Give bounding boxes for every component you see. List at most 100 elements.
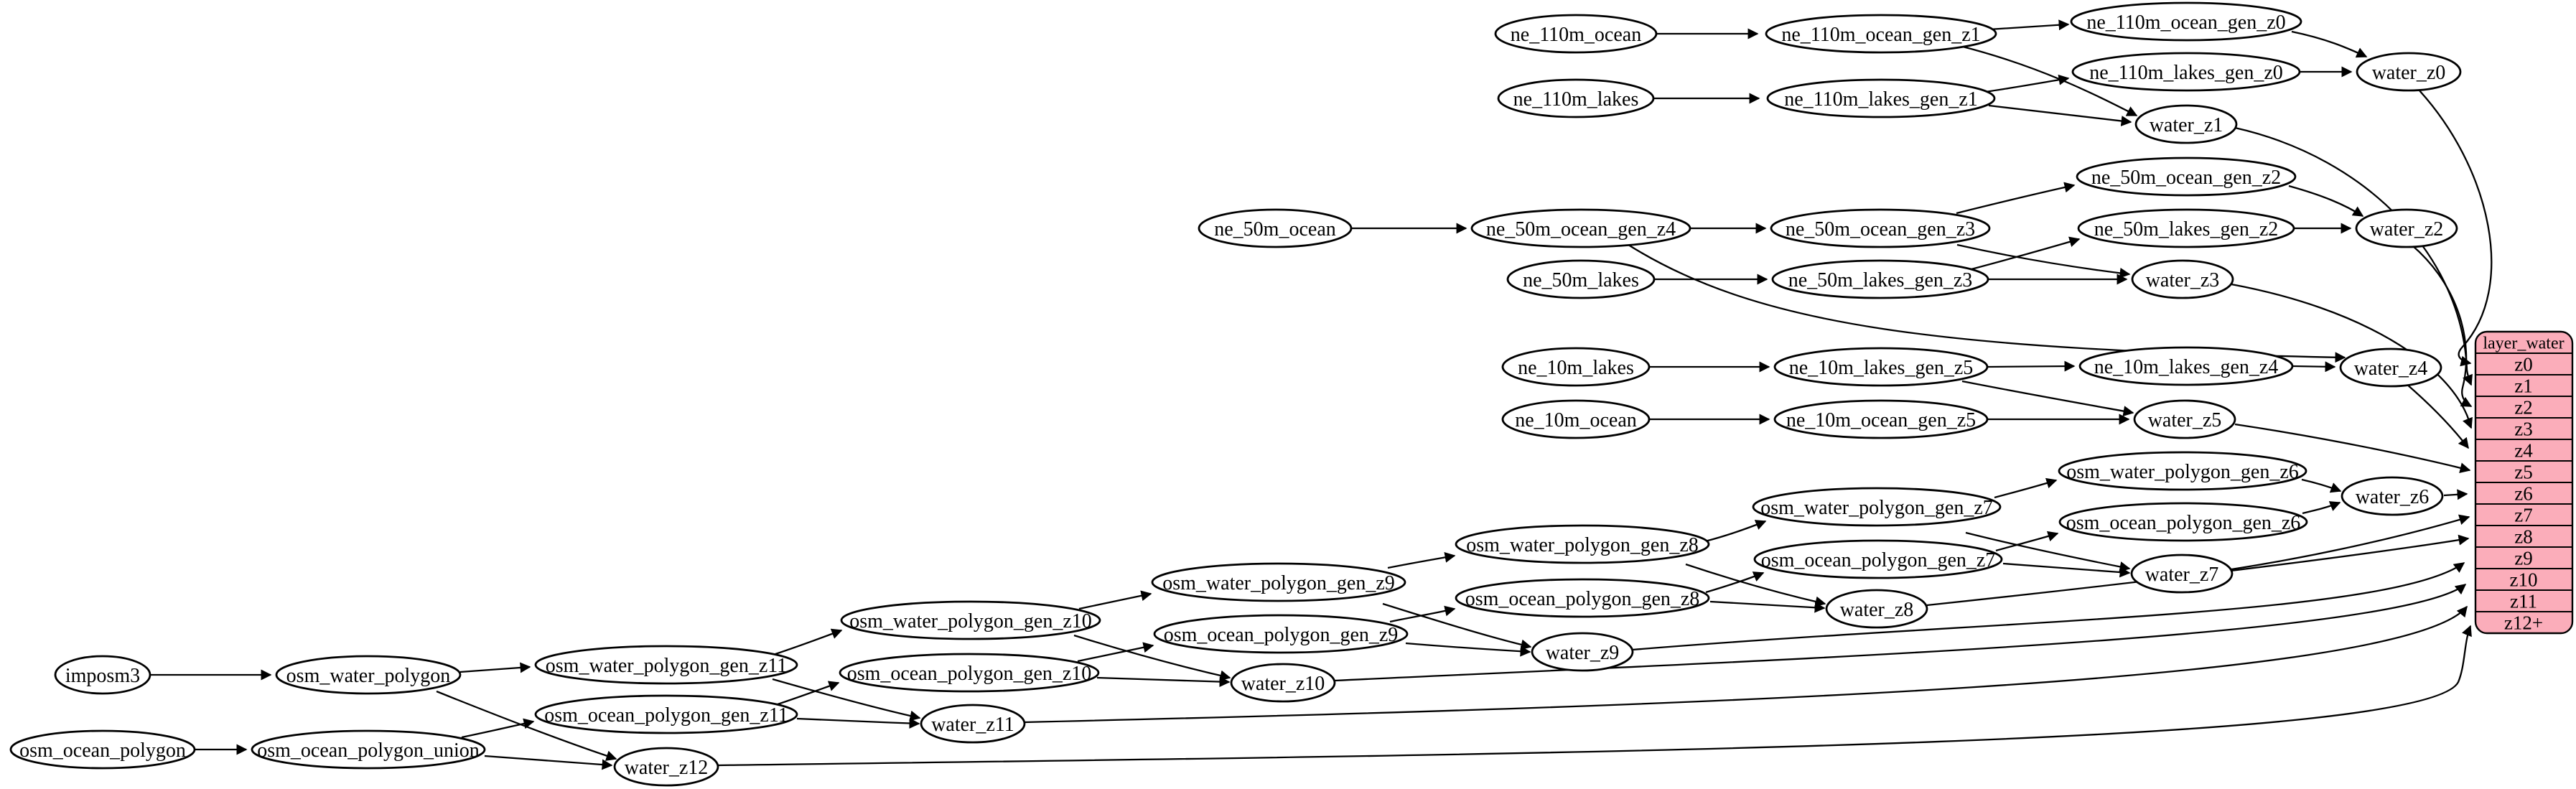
edge — [2406, 383, 2469, 449]
edge — [2443, 489, 2468, 500]
node-label: osm_water_polygon_gen_z11 — [546, 655, 787, 677]
edge — [1984, 74, 2070, 93]
edge — [2002, 562, 2131, 578]
node-ellipse — [920, 704, 1026, 744]
node-ellipse — [2133, 399, 2236, 439]
node-water_z12: water_z12 — [613, 747, 719, 787]
node-ne_110m_ocean: ne_110m_ocean — [1494, 14, 1658, 54]
node-label: ne_110m_lakes_gen_z0 — [2089, 62, 2283, 84]
edge — [2302, 501, 2341, 515]
edge — [1987, 360, 2076, 372]
node-ellipse — [2355, 208, 2458, 248]
node-label: osm_ocean_polygon_gen_z9 — [1164, 624, 1399, 646]
node-ellipse — [839, 653, 1100, 693]
node-ellipse — [1470, 208, 1691, 248]
node-ellipse — [1501, 399, 1651, 439]
node-osm_ocean_polygon_gen_z10: osm_ocean_polygon_gen_z10 — [839, 653, 1100, 693]
node-ne_50m_ocean: ne_50m_ocean — [1198, 208, 1353, 248]
edge — [484, 755, 613, 770]
node-ellipse — [1825, 589, 1928, 629]
edge — [717, 625, 2472, 767]
node-label: ne_50m_lakes — [1523, 269, 1639, 291]
node-label: ne_10m_lakes_gen_z5 — [1789, 357, 1974, 379]
node-ellipse — [1766, 78, 1996, 118]
node-osm_water_polygon_gen_z8: osm_water_polygon_gen_z8 — [1455, 524, 1710, 564]
edge — [1705, 571, 1765, 594]
node-ne_10m_ocean_gen_z5: ne_10m_ocean_gen_z5 — [1773, 399, 1989, 439]
node-osm_ocean_polygon_gen_z7: osm_ocean_polygon_gen_z7 — [1753, 539, 2003, 579]
layer-water-table: layer_water z0 z1 z2 z3 z4 z5 z6 z7 z8 z… — [2474, 330, 2574, 635]
node-label: ne_50m_lakes_gen_z2 — [2094, 218, 2279, 241]
table-row-label: z0 — [2514, 353, 2532, 375]
edge — [1096, 676, 1231, 688]
node-water_z2: water_z2 — [2355, 208, 2458, 248]
table-row-label: z5 — [2514, 461, 2532, 482]
node-ellipse — [1455, 578, 1710, 618]
edge — [2417, 88, 2493, 367]
node-ellipse — [613, 747, 719, 787]
node-label: water_z7 — [2145, 564, 2219, 586]
node-ellipse — [1771, 259, 1989, 299]
node-ellipse — [1506, 259, 1656, 299]
node-ellipse — [1753, 539, 2003, 579]
node-osm_water_polygon_gen_z6: osm_water_polygon_gen_z6 — [2058, 451, 2307, 491]
node-ellipse — [1773, 347, 1989, 387]
node-osm_ocean_polygon_union: osm_ocean_polygon_union — [251, 729, 486, 770]
edge — [1965, 236, 2081, 272]
node-ellipse — [1230, 663, 1336, 703]
node-osm_ocean_polygon_gen_z8: osm_ocean_polygon_gen_z8 — [1455, 578, 1710, 618]
node-ne_50m_lakes_gen_z2: ne_50m_lakes_gen_z2 — [2077, 208, 2295, 248]
node-label: ne_110m_ocean — [1511, 24, 1641, 46]
node-label: water_z1 — [2150, 114, 2223, 136]
node-label: osm_ocean_polygon_gen_z6 — [2066, 512, 2301, 534]
edge — [2231, 514, 2470, 571]
node-ne_110m_lakes_gen_z0: ne_110m_lakes_gen_z0 — [2071, 52, 2301, 92]
node-water_z6: water_z6 — [2341, 476, 2444, 516]
node-water_z11: water_z11 — [920, 704, 1026, 744]
node-label: imposm3 — [65, 665, 140, 687]
node-osm_water_polygon: osm_water_polygon — [275, 655, 462, 695]
edge — [1965, 531, 2131, 572]
node-water_z3: water_z3 — [2131, 259, 2234, 299]
table-row-label: z9 — [2514, 547, 2532, 569]
node-label: ne_110m_ocean_gen_z0 — [2086, 11, 2285, 34]
edge — [1994, 477, 2058, 499]
node-ellipse — [534, 645, 798, 685]
node-label: water_z8 — [1840, 599, 1914, 621]
node-ellipse — [1455, 524, 1710, 564]
node-label: water_z9 — [1546, 642, 1620, 664]
node-label: osm_ocean_polygon_gen_z7 — [1761, 549, 1996, 571]
node-ne_10m_lakes: ne_10m_lakes — [1501, 347, 1651, 387]
edge — [796, 717, 920, 729]
node-ellipse — [2131, 259, 2234, 299]
table-row-label: z7 — [2514, 504, 2532, 526]
edge — [772, 678, 921, 722]
edge — [1961, 380, 2134, 416]
node-ne_50m_ocean_gen_z4: ne_50m_ocean_gen_z4 — [1470, 208, 1691, 248]
node-label: ne_50m_ocean_gen_z4 — [1486, 218, 1676, 241]
edge — [1709, 600, 1826, 613]
node-label: water_z10 — [1241, 673, 1325, 695]
node-ellipse — [1501, 347, 1651, 387]
node-water_z4: water_z4 — [2339, 347, 2442, 388]
node-water_z9: water_z9 — [1531, 632, 1634, 672]
node-ellipse — [1773, 399, 1989, 439]
node-ellipse — [2058, 502, 2308, 542]
node-label: ne_50m_lakes_gen_z3 — [1788, 269, 1973, 291]
table-row-label: z3 — [2514, 418, 2532, 439]
node-ellipse — [1765, 14, 1997, 54]
node-ellipse — [2356, 52, 2462, 92]
node-ellipse — [1198, 208, 1353, 248]
node-osm_water_polygon_gen_z7: osm_water_polygon_gen_z7 — [1752, 487, 2002, 527]
node-label: osm_water_polygon_gen_z8 — [1466, 534, 1699, 556]
node-ellipse — [251, 729, 486, 770]
edge — [2291, 30, 2368, 58]
node-label: water_z2 — [2370, 218, 2444, 241]
node-ellipse — [275, 655, 462, 695]
edge — [2292, 361, 2336, 373]
table-header: layer_water — [2483, 334, 2564, 353]
edge — [436, 690, 617, 761]
node-label: osm_ocean_polygon_union — [257, 739, 480, 762]
node-label: osm_ocean_polygon — [19, 739, 186, 762]
